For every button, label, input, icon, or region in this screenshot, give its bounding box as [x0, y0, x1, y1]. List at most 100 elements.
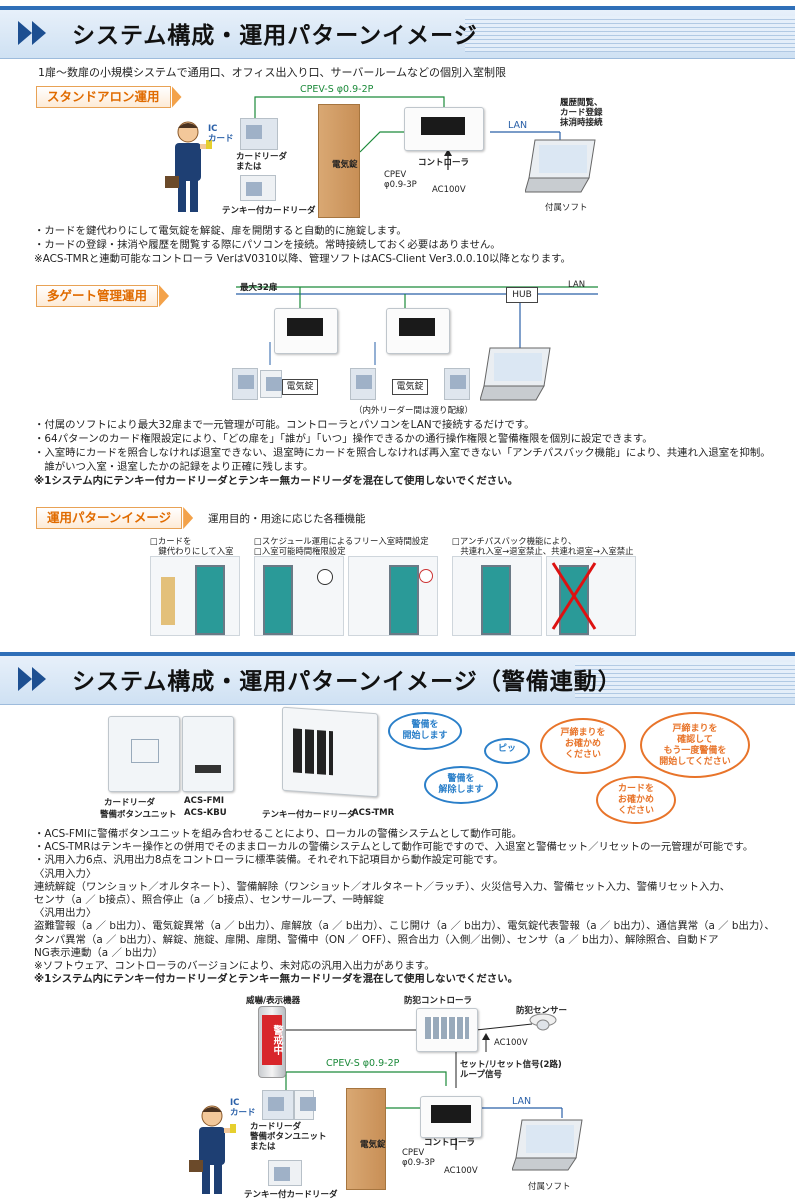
software-label: 付属ソフト: [545, 203, 588, 213]
tenkey-reader-product: [282, 706, 378, 798]
alarm-wiring: [285, 1023, 563, 1150]
pattern-caption-3: □アンチパスバック機能により、 共連れ入室→退室禁止、共連れ退室→入室禁止: [452, 536, 634, 556]
tenkey-reader-label: テンキー付カードリーダ: [222, 206, 316, 216]
pattern-illustration-1: [150, 556, 240, 636]
note-line: センサ（a ／ b接点）、照合停止（a ／ b接点）、センサーループ、一時解錠: [34, 894, 384, 907]
ac100v-label: AC100V: [432, 185, 466, 195]
pattern-caption-1: □カードを 鍵代わりにして入室: [150, 536, 234, 556]
alarm-card-reader-device: [262, 1090, 294, 1120]
alarm-electric-lock-label: 電気錠: [360, 1140, 386, 1150]
acs-fmi-label: ACS-FMI: [184, 796, 225, 806]
alarm-tenkey-label: テンキー付カードリーダ: [244, 1190, 338, 1200]
note-line: ※ACS-TMRと連動可能なコントローラ VerはV0310以降、管理ソフトはA…: [34, 253, 571, 265]
electric-lock-box-1: 電気錠: [282, 379, 318, 395]
lan-label: LAN: [508, 120, 528, 131]
controller-device: [404, 107, 484, 151]
bubble-card-check: カードを お確かめ ください: [596, 776, 676, 824]
electric-lock-label: 電気錠: [332, 160, 358, 170]
pattern-illustration-3: [348, 556, 438, 636]
pattern-illustration-4: [452, 556, 542, 636]
tenkey-reader-device: [240, 175, 276, 201]
door: [318, 104, 360, 218]
multigate-tag: 多ゲート管理運用: [36, 285, 159, 307]
patterns-subtitle: 運用目的・用途に応じた各種機能: [208, 513, 366, 525]
section1-banner: システム構成・運用パターンイメージ: [0, 6, 795, 59]
reader-2: [350, 368, 376, 400]
bubble-door-check: 戸締まりを お確かめ ください: [540, 718, 626, 774]
note-line: ・汎用入力6点、汎用出力8点をコントローラに標準装備。それぞれ下記項目から動作設…: [34, 854, 504, 867]
security-sensor-label: 防犯センサー: [516, 1006, 568, 1016]
note-line: 誰がいつ入室・退室したかの記録をより正確に残します。: [34, 461, 314, 473]
note-line: 連続解錠（ワンショット／オルタネート）、警備解除（ワンショット／オルタネート／ラ…: [34, 880, 731, 893]
multigate-notes: ・付属のソフトにより最大32扉まで一元管理が可能。コントローラとパソコンをLAN…: [34, 418, 771, 488]
product-alarm-unit-label: 警備ボタンユニット: [100, 810, 177, 820]
alarm-tenkey-device: [268, 1160, 302, 1186]
cpevs-label: CPEV-S φ0.9-2P: [300, 84, 374, 95]
alarm-ic-card-label: IC カード: [230, 1098, 256, 1118]
person-with-card-icon: [189, 1105, 236, 1194]
alarm-ac100v-label: AC100V: [444, 1166, 478, 1176]
laptop-icon: [525, 139, 596, 193]
note-line: ※ソフトウェア、コントローラのバージョンにより、未対応の汎用入出力があります。: [34, 960, 435, 973]
alarm-cpev-label: CPEV φ0.9-3P: [402, 1148, 435, 1168]
electric-lock-box-2: 電気錠: [392, 379, 428, 395]
alarm-lan-label: LAN: [512, 1096, 532, 1107]
bubble-release: 警備を 解除します: [424, 766, 498, 804]
max32-label: 最大32扉: [240, 283, 278, 293]
pattern-illustration-2: [254, 556, 344, 636]
set-reset-label: セット/リセット信号(2路) ループ信号: [460, 1060, 562, 1080]
cpev-label: CPEV φ0.9-3P: [384, 170, 417, 190]
section1-lead: 1扉〜数扉の小規模システムで通用口、オフィス出入り口、サーバールームなどの個別入…: [38, 66, 507, 79]
product-tenkey-label: テンキー付カードリーダ: [262, 810, 356, 820]
double-arrow-icon: [18, 667, 46, 691]
controller-1: [274, 308, 338, 354]
card-reader-product: [108, 716, 180, 792]
note-line: ・カードの登録・抹消や履歴を閲覧する際にパソコンを接続。常時接続しておく必要はあ…: [34, 239, 501, 251]
hub-box: HUB: [506, 287, 538, 303]
patterns-tag: 運用パターンイメージ: [36, 507, 183, 529]
alarm-button-unit-product: [182, 716, 234, 792]
reader-1: [232, 368, 258, 400]
note-line: ・ACS-FMIに警備ボタンユニットを組み合わせることにより、ローカルの警備シス…: [34, 828, 523, 840]
pc-notes-label: 履歴閲覧、 カード登録 抹消時接続: [560, 98, 603, 128]
siren-text: 警戒中: [262, 1015, 282, 1065]
prohibited-cross-icon: [551, 562, 597, 630]
siren-device: 警戒中: [258, 1006, 286, 1078]
note-line: ※1システム内にテンキー付カードリーダとテンキー無カードリーダを混在して使用しな…: [34, 475, 518, 487]
note-line: NG表示連動（a ／ b出力）: [34, 946, 163, 959]
alarm-controller-label: コントローラ: [424, 1138, 476, 1148]
banner-stripes: [575, 662, 795, 698]
reader-1b: [260, 370, 282, 398]
ac100v-top-label: AC100V: [494, 1038, 528, 1048]
double-arrow-icon: [18, 21, 46, 45]
note-line: ・カードを鍵代わりにして電気錠を解錠、扉を開閉すると自動的に施錠します。: [34, 225, 407, 237]
alarm-controller-device: [420, 1096, 482, 1138]
controller-2: [386, 308, 450, 354]
alarm-display-label: 威嚇/表示機器: [246, 996, 301, 1006]
laptop-icon: [480, 347, 551, 401]
controller-label: コントローラ: [418, 158, 470, 168]
alarm-reader-unit-label: カードリーダ 警備ボタンユニット または: [250, 1122, 327, 1152]
person-with-card-icon: [165, 121, 212, 212]
reader-3: [444, 368, 470, 400]
note-line: ・入室時にカードを照合しなければ退室できない、退室時にカードを照合しなければ再入…: [34, 447, 771, 459]
alarm-software-label: 付属ソフト: [528, 1182, 571, 1192]
security-controller-device: [416, 1008, 478, 1052]
product-card-reader-label: カードリーダ: [104, 798, 156, 808]
multigate-lan-label: LAN: [568, 280, 586, 290]
note-line: ・ACS-TMRはテンキー操作との併用でそのままローカルの警備システムとして動作…: [34, 841, 754, 854]
card-reader-label: カードリーダ または: [236, 152, 288, 172]
bubble-beep: ピッ: [484, 738, 530, 764]
alarm-button-unit-device: [294, 1090, 316, 1120]
standalone-notes: ・カードを鍵代わりにして電気錠を解錠、扉を開閉すると自動的に施錠します。 ・カー…: [34, 224, 571, 266]
note-line: 盗難警報（a ／ b出力）、電気錠異常（a ／ b出力）、扉解放（a ／ b出力…: [34, 920, 775, 933]
laptop-icon: [512, 1119, 583, 1171]
acs-tmr-label: ACS-TMR: [352, 808, 395, 818]
ic-card-label: IC カード: [208, 124, 234, 144]
pattern-caption-2: □スケジュール運用によるフリー入室時間設定 □入室可能時間権限設定: [254, 536, 429, 556]
sensor-icon: [529, 1013, 557, 1031]
note-line: 〈汎用出力〉: [34, 907, 97, 920]
note-line: ・付属のソフトにより最大32扉まで一元管理が可能。コントローラとパソコンをLAN…: [34, 419, 535, 431]
alarm-door: [346, 1088, 386, 1190]
inner-outer-label: （内外リーダー間は渡り配線）: [354, 406, 474, 416]
